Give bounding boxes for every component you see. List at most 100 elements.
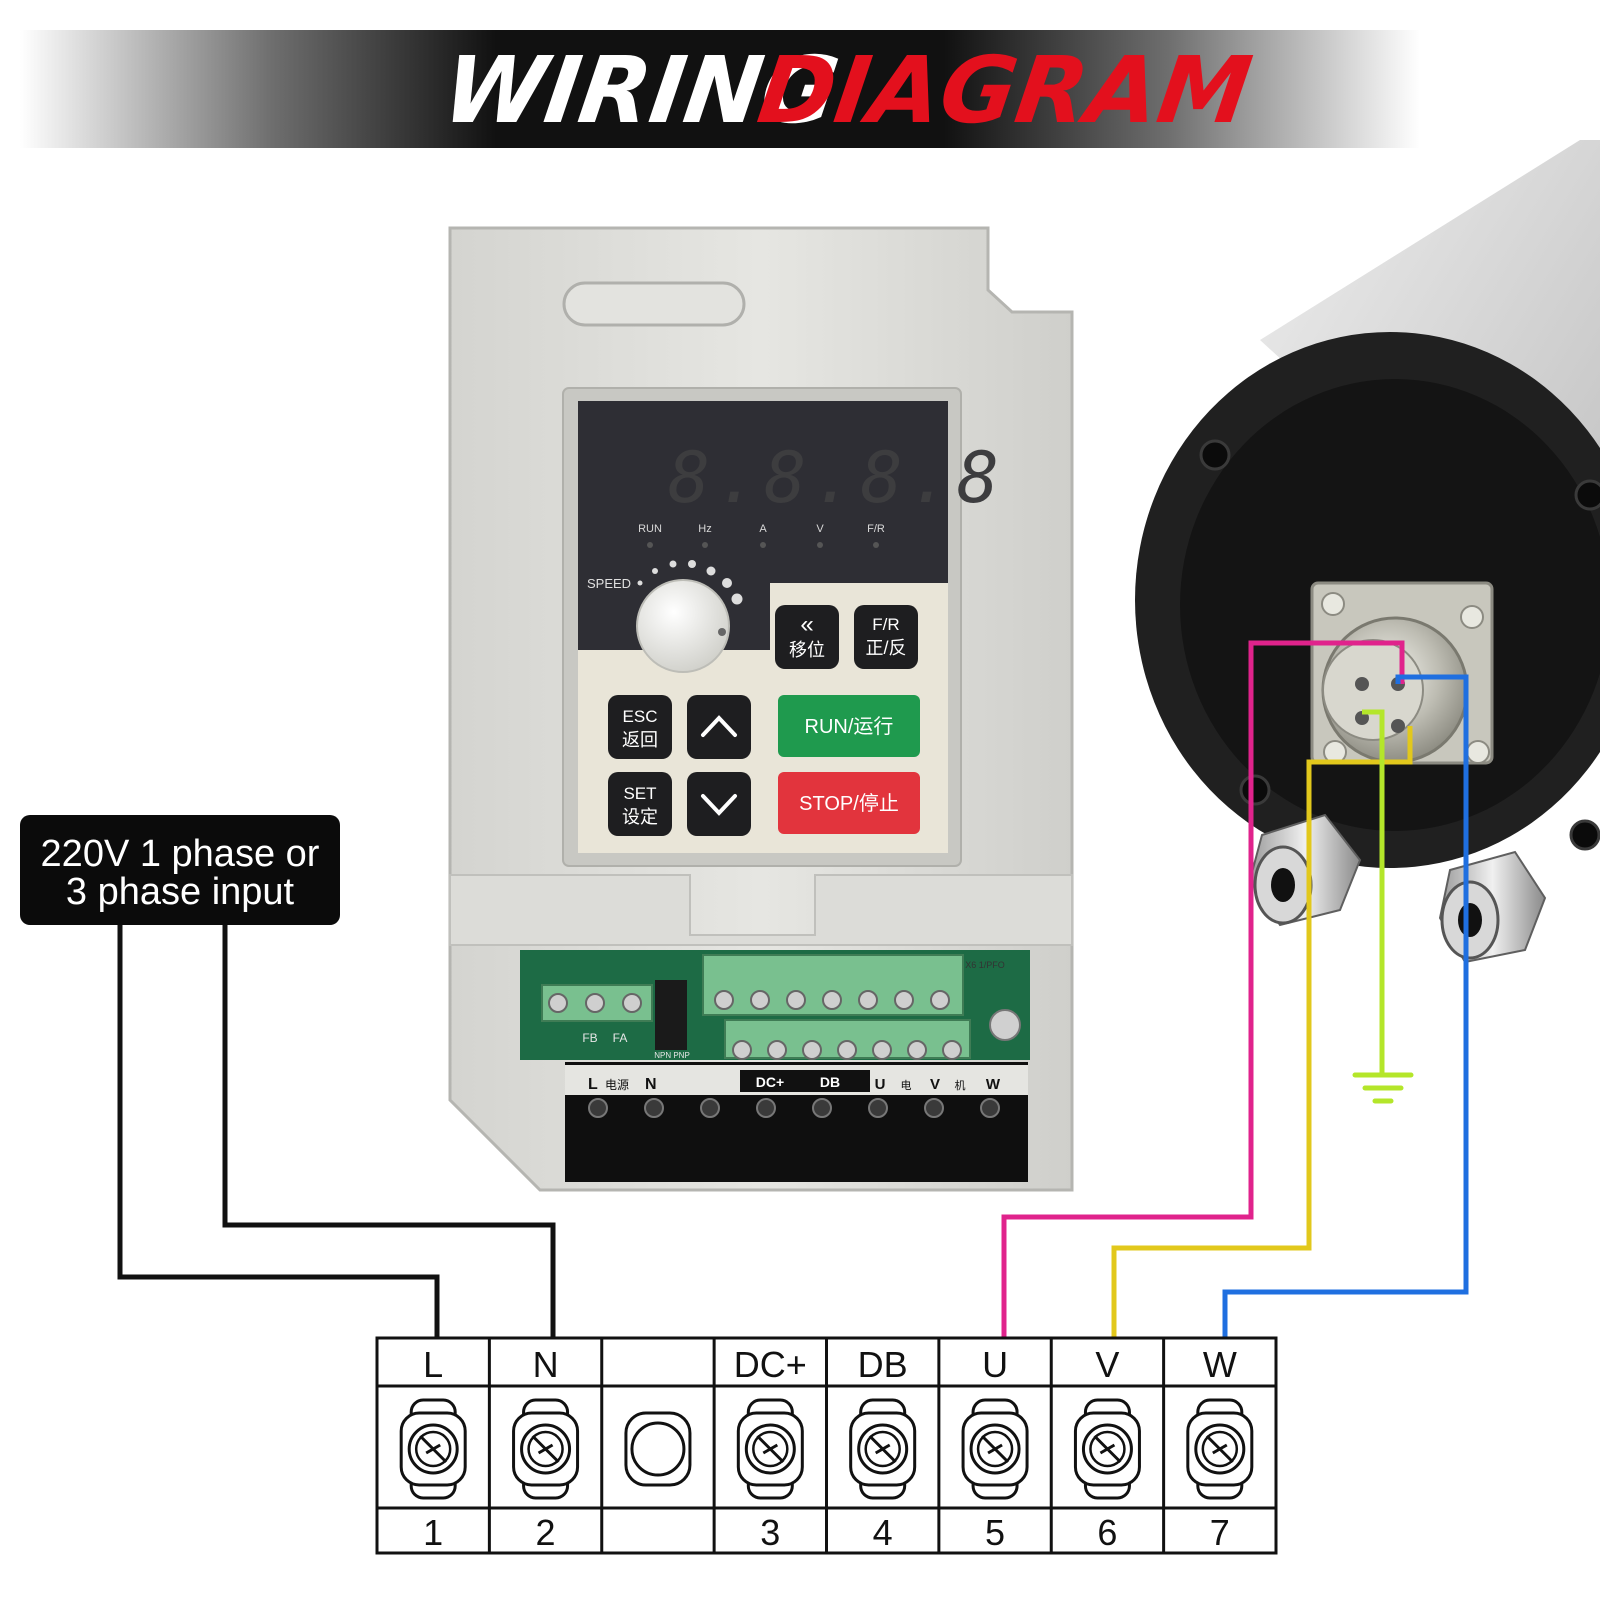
power-screw-icon (588, 1098, 608, 1118)
terminal-screw-icon (750, 990, 770, 1010)
wire-v (1111, 726, 1413, 1338)
terminal-screw-icon (837, 1040, 857, 1060)
terminal-screw-icon (930, 990, 950, 1010)
flange-screw-icon (1321, 592, 1345, 616)
terminal-screw-icon (714, 990, 734, 1010)
indicator-led-icon (647, 542, 653, 548)
title-word-diagram: DIAGRAM (752, 36, 1258, 143)
terminal-label: V (1095, 1344, 1119, 1385)
indicator-led-icon (873, 542, 879, 548)
power-label-l: L (588, 1076, 598, 1093)
title-banner: WIRING DIAGRAM (20, 30, 1420, 148)
stop-button[interactable]: STOP/停止 (778, 772, 920, 834)
terminal-label: W (1203, 1344, 1237, 1385)
terminal-label-fb: FB (582, 1031, 597, 1045)
chevron-down-icon (701, 794, 737, 816)
terminal-number: 2 (536, 1512, 556, 1553)
vfd-slot (562, 281, 746, 327)
indicator-hz: Hz (698, 523, 711, 535)
wire-u (1001, 640, 1405, 1338)
terminal-number: 6 (1097, 1512, 1117, 1553)
terminal-screw-icon (767, 1040, 787, 1060)
wire-w (1222, 674, 1469, 1338)
terminal-cover (449, 874, 1073, 946)
spindle-motor (1135, 140, 1600, 964)
terminal-number: 4 (873, 1512, 893, 1553)
wire-input-l (117, 925, 440, 1338)
screw-terminal-icon (512, 1398, 580, 1500)
vfd-inverter: 8.8.8.8 RUN Hz A V F/R SPEED « 移位 (448, 226, 1074, 1192)
esc-label-en: ESC (623, 707, 658, 726)
indicator-led-icon (760, 542, 766, 548)
lower-screw-row (732, 1040, 962, 1060)
power-label-u: U (875, 1076, 886, 1093)
power-label-supply: 电源 (605, 1078, 629, 1092)
up-button[interactable] (687, 695, 751, 759)
speed-label: SPEED (587, 576, 631, 591)
terminal-screw-icon (942, 1040, 962, 1060)
motor-bolt-icon (1239, 774, 1271, 806)
esc-button[interactable]: ESC 返回 (608, 695, 672, 759)
power-screw-row (588, 1098, 1000, 1118)
terminal-number: 7 (1210, 1512, 1230, 1553)
speed-knob[interactable] (636, 579, 730, 673)
input-label-box (20, 815, 340, 925)
motor-bolt-icon (1199, 439, 1231, 471)
wire-ground (1362, 709, 1385, 1073)
upper-screw-row (714, 990, 950, 1010)
input-label-line2: 3 phase input (66, 871, 295, 913)
terminal-number: 5 (985, 1512, 1005, 1553)
title-word-wiring: WIRING (437, 36, 845, 143)
power-screw-icon (644, 1098, 664, 1118)
down-button[interactable] (687, 772, 751, 836)
input-label-line1: 220V 1 phase or (41, 833, 320, 875)
banner-background (20, 30, 1420, 148)
forward-reverse-button[interactable]: F/R 正/反 (854, 605, 918, 669)
flange-screw-icon (1460, 605, 1484, 629)
terminal-number: 3 (760, 1512, 780, 1553)
indicator-run: RUN (638, 523, 662, 535)
power-label-motor-2: 机 (955, 1078, 966, 1092)
set-button[interactable]: SET 设定 (608, 772, 672, 836)
shift-button[interactable]: « 移位 (775, 605, 839, 669)
x6-label: X6 1/PFO (965, 960, 1005, 970)
terminal-screw-icon (858, 990, 878, 1010)
screw-terminal-icon (736, 1398, 804, 1500)
terminal-screw-icon (872, 1040, 892, 1060)
power-label-db: DB (820, 1074, 840, 1090)
jumper-header (655, 980, 687, 1050)
indicator-row: RUN Hz A V F/R (638, 523, 885, 548)
screw-terminal-icon (849, 1398, 917, 1500)
knob-marker-icon (718, 628, 726, 636)
terminal-screw-icon (622, 993, 642, 1013)
power-screw-icon (700, 1098, 720, 1118)
screw-terminal-icon (1073, 1398, 1141, 1500)
power-label-n: N (645, 1076, 657, 1093)
fr-label-cn: 正/反 (865, 638, 906, 658)
terminal-label: U (982, 1344, 1008, 1385)
power-screw-icon (868, 1098, 888, 1118)
input-label: 220V 1 phase or 3 phase input (20, 815, 340, 925)
terminal-label: DC+ (734, 1344, 807, 1385)
power-label-motor-1: 电 (901, 1079, 912, 1092)
ground-symbol-icon (1352, 1072, 1414, 1104)
indicator-led-icon (702, 542, 708, 548)
screw-terminal-icon (961, 1398, 1029, 1500)
ground-screw-icon (989, 1009, 1021, 1041)
run-button[interactable]: RUN/运行 (778, 695, 920, 757)
indicator-v: V (816, 523, 824, 535)
chevron-up-icon (701, 715, 737, 737)
esc-label-cn: 返回 (622, 730, 658, 750)
run-label: RUN/运行 (805, 715, 894, 738)
terminal-screw-icon (585, 993, 605, 1013)
power-label-w: W (986, 1076, 1001, 1093)
terminal-screw-icon (894, 990, 914, 1010)
led-display: 8.8.8.8 (668, 437, 1005, 519)
dc-label-bar (740, 1070, 870, 1092)
power-screw-icon (812, 1098, 832, 1118)
terminal-label: L (423, 1344, 443, 1385)
motor-bolt-icon (1574, 479, 1600, 511)
shift-label: 移位 (789, 640, 825, 660)
flange-screw-icon (1466, 740, 1490, 764)
terminal-screw-icon (802, 1040, 822, 1060)
